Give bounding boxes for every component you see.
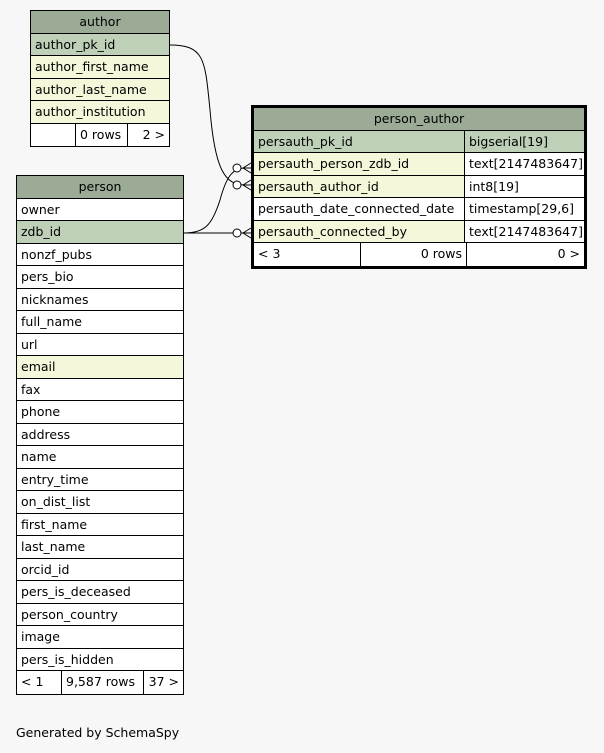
footer-children-link[interactable]: 0 > [466, 243, 584, 266]
column-name: owner [21, 201, 60, 217]
person-table[interactable]: person owner zdb_id nonzf_pubs pers_bio … [16, 175, 184, 695]
person-column-pers-bio[interactable]: pers_bio [17, 266, 183, 289]
column-type: int8[19] [464, 175, 584, 197]
footer-children-link[interactable]: 2 > [127, 123, 169, 146]
person-column-email[interactable]: email [17, 356, 183, 379]
footer-parents-link[interactable]: < 1 [21, 674, 44, 689]
edge-author-to-person-author [169, 44, 246, 186]
column-name: entry_time [21, 471, 89, 487]
person-author-column-persauth-person-zdb-id[interactable]: persauth_person_zdb_id text[2147483647] [254, 153, 584, 176]
generated-by-label: Generated by SchemaSpy [16, 725, 180, 740]
author-column-author-first-name[interactable]: author_first_name [31, 56, 169, 79]
column-name: first_name [21, 516, 88, 532]
column-name: full_name [21, 314, 82, 329]
column-name: persauth_pk_id [258, 133, 353, 149]
footer-children-link[interactable]: 37 > [143, 671, 183, 694]
person-author-table-footer: < 3 0 rows 0 > [254, 243, 584, 266]
column-type: timestamp[29,6] [464, 198, 584, 220]
column-name: person_country [21, 606, 118, 622]
edge-person-connected-optional-marker [232, 228, 242, 238]
column-name: author_institution [35, 104, 146, 119]
column-name: persauth_author_id [258, 178, 379, 194]
column-name: persauth_connected_by [258, 223, 407, 239]
column-type: bigserial[19] [464, 130, 584, 152]
column-name: fax [21, 381, 41, 397]
author-column-author-institution[interactable]: author_institution [31, 101, 169, 124]
column-name: email [21, 359, 56, 374]
person-column-nonzf-pubs[interactable]: nonzf_pubs [17, 244, 183, 266]
column-type: text[2147483647] [464, 153, 584, 175]
person-column-image[interactable]: image [17, 626, 183, 649]
person-column-nicknames[interactable]: nicknames [17, 289, 183, 311]
column-name: nicknames [21, 291, 89, 307]
author-table-title: author [79, 14, 121, 29]
person-author-column-persauth-date-connected-date[interactable]: persauth_date_connected_date timestamp[2… [254, 198, 584, 221]
column-name: pers_is_deceased [21, 584, 131, 599]
edge-author-crowfoot [242, 179, 252, 191]
author-table-header: author [31, 11, 169, 34]
footer-parents-link[interactable]: < 3 [258, 246, 281, 261]
column-name: name [21, 449, 57, 464]
edge-person-to-person-author-zdb [183, 167, 246, 234]
person-column-entry-time[interactable]: entry_time [17, 469, 183, 491]
person-author-table[interactable]: person_author persauth_pk_id bigserial[1… [251, 105, 587, 269]
column-name: phone [21, 404, 61, 419]
person-column-on-dist-list[interactable]: on_dist_list [17, 491, 183, 514]
column-name: pers_bio [21, 269, 74, 284]
person-author-table-title: person_author [373, 111, 465, 126]
column-name: address [21, 426, 71, 442]
column-name: nonzf_pubs [21, 246, 93, 262]
person-table-header: person [17, 176, 183, 199]
column-name: persauth_person_zdb_id [258, 156, 410, 171]
person-column-url[interactable]: url [17, 334, 183, 356]
author-table-footer: 0 rows 2 > [31, 123, 169, 147]
person-column-first-name[interactable]: first_name [17, 514, 183, 536]
person-column-pers-is-deceased[interactable]: pers_is_deceased [17, 581, 183, 604]
person-column-name[interactable]: name [17, 446, 183, 469]
edge-person-zdb-optional-marker [232, 163, 242, 173]
column-name: last_name [21, 539, 86, 554]
author-column-author-pk-id[interactable]: author_pk_id [31, 33, 169, 56]
author-column-author-last-name[interactable]: author_last_name [31, 78, 169, 101]
person-column-owner[interactable]: owner [17, 199, 183, 221]
person-author-table-header: person_author [254, 108, 584, 131]
person-author-column-persauth-pk-id[interactable]: persauth_pk_id bigserial[19] [254, 130, 584, 153]
column-name: author_pk_id [35, 36, 116, 52]
person-column-zdb-id[interactable]: zdb_id [17, 221, 183, 244]
footer-parents [31, 124, 75, 147]
person-column-orcid-id[interactable]: orcid_id [17, 559, 183, 581]
edge-author-optional-marker [232, 180, 242, 190]
person-column-last-name[interactable]: last_name [17, 536, 183, 559]
person-table-title: person [78, 179, 122, 194]
person-author-column-persauth-connected-by[interactable]: persauth_connected_by text[2147483647] [254, 220, 584, 243]
column-name: on_dist_list [21, 494, 91, 509]
column-name: url [21, 336, 38, 352]
column-name: orcid_id [21, 561, 70, 577]
person-author-column-persauth-author-id[interactable]: persauth_author_id int8[19] [254, 175, 584, 198]
footer-row-count: 0 rows [75, 123, 127, 146]
column-type: text[2147483647] [464, 220, 584, 242]
column-name: image [21, 629, 60, 644]
person-column-pers-is-hidden[interactable]: pers_is_hidden [17, 649, 183, 671]
person-column-address[interactable]: address [17, 424, 183, 446]
footer-row-count: 0 rows [360, 243, 466, 266]
author-table[interactable]: author author_pk_id author_first_name au… [30, 10, 170, 147]
person-column-phone[interactable]: phone [17, 401, 183, 424]
column-name: zdb_id [21, 224, 62, 239]
column-name: pers_is_hidden [21, 651, 114, 667]
person-column-full-name[interactable]: full_name [17, 311, 183, 334]
footer-row-count: 9,587 rows [61, 671, 143, 694]
edge-person-connected-crowfoot [242, 227, 252, 239]
person-table-footer: < 1 9,587 rows 37 > [17, 671, 183, 694]
edge-person-zdb-crowfoot [242, 162, 252, 174]
column-name: author_first_name [35, 59, 149, 74]
person-column-person-country[interactable]: person_country [17, 604, 183, 626]
person-column-fax[interactable]: fax [17, 379, 183, 401]
column-name: persauth_date_connected_date [258, 201, 455, 216]
column-name: author_last_name [35, 81, 147, 97]
